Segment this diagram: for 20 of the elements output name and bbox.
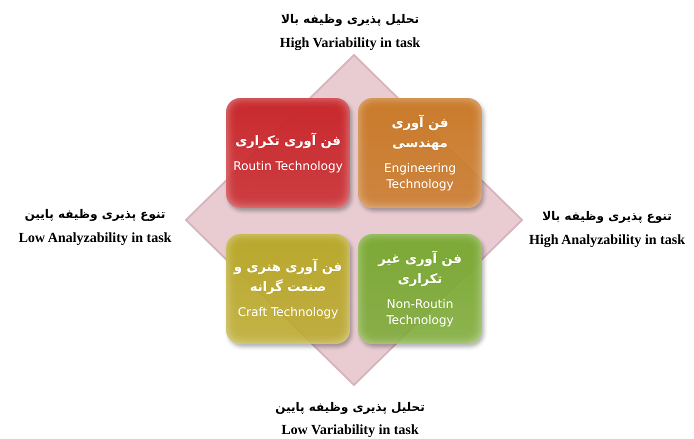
english-title: Engineering Technology — [383, 160, 457, 192]
axis-label: High Analyzability in task — [529, 233, 685, 249]
axis-label: Low Variability in task — [281, 423, 419, 439]
axis-label: Low Analyzability in task — [18, 231, 172, 247]
english-title: Craft Technology — [238, 304, 338, 320]
axis-label: تنوع پذیری وظیفه بالا — [542, 209, 672, 223]
persian-title: فن آوری مهندسی — [390, 114, 450, 153]
persian-title: فن آوری هنری و صنعت گرانه — [232, 258, 344, 297]
quadrant-box — [358, 234, 482, 344]
axis-label: تنوع پذیری وظیفه پایین — [24, 207, 166, 221]
axis-label: تحلیل پذیری وظیفه بالا — [280, 12, 420, 26]
axis-label: High Variability in task — [280, 36, 420, 52]
english-title: Routin Technology — [233, 158, 343, 174]
axis-label: تحلیل پذیری وظیفه پایین — [275, 400, 425, 414]
quadrant-box — [226, 98, 350, 208]
english-title: Non-Routin Technology — [385, 296, 455, 328]
quadrant-box — [358, 98, 482, 208]
persian-title: فن آوری غیر تکراری — [376, 250, 463, 289]
persian-title: فن آوری تکراری — [235, 132, 341, 151]
quadrant-box — [226, 234, 350, 344]
